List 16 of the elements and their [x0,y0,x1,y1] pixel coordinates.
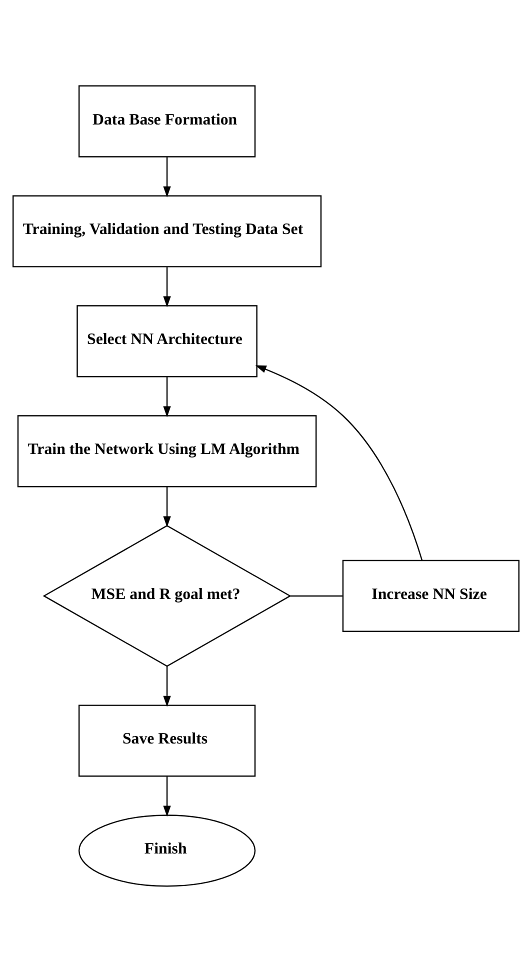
node-diamond: MSE and R goal met? [42,525,292,667]
node-box: Increase NN Size [342,560,520,632]
arrow [255,365,423,560]
arrow [163,157,171,198]
node-box: Training, Validation and Testing Data Set [12,195,322,268]
arrow [163,267,171,308]
node-box: Select NN Architecture [76,305,258,378]
arrow [163,776,171,817]
arrow [163,377,171,418]
arrow [163,486,171,528]
node-ellipse: Finish [78,814,256,887]
node-box: Train the Network Using LM Algorithm [17,415,317,488]
connector [290,595,342,597]
node-box: Data Base Formation [78,85,256,158]
node-box: Save Results [78,704,256,777]
arrow [163,666,171,707]
